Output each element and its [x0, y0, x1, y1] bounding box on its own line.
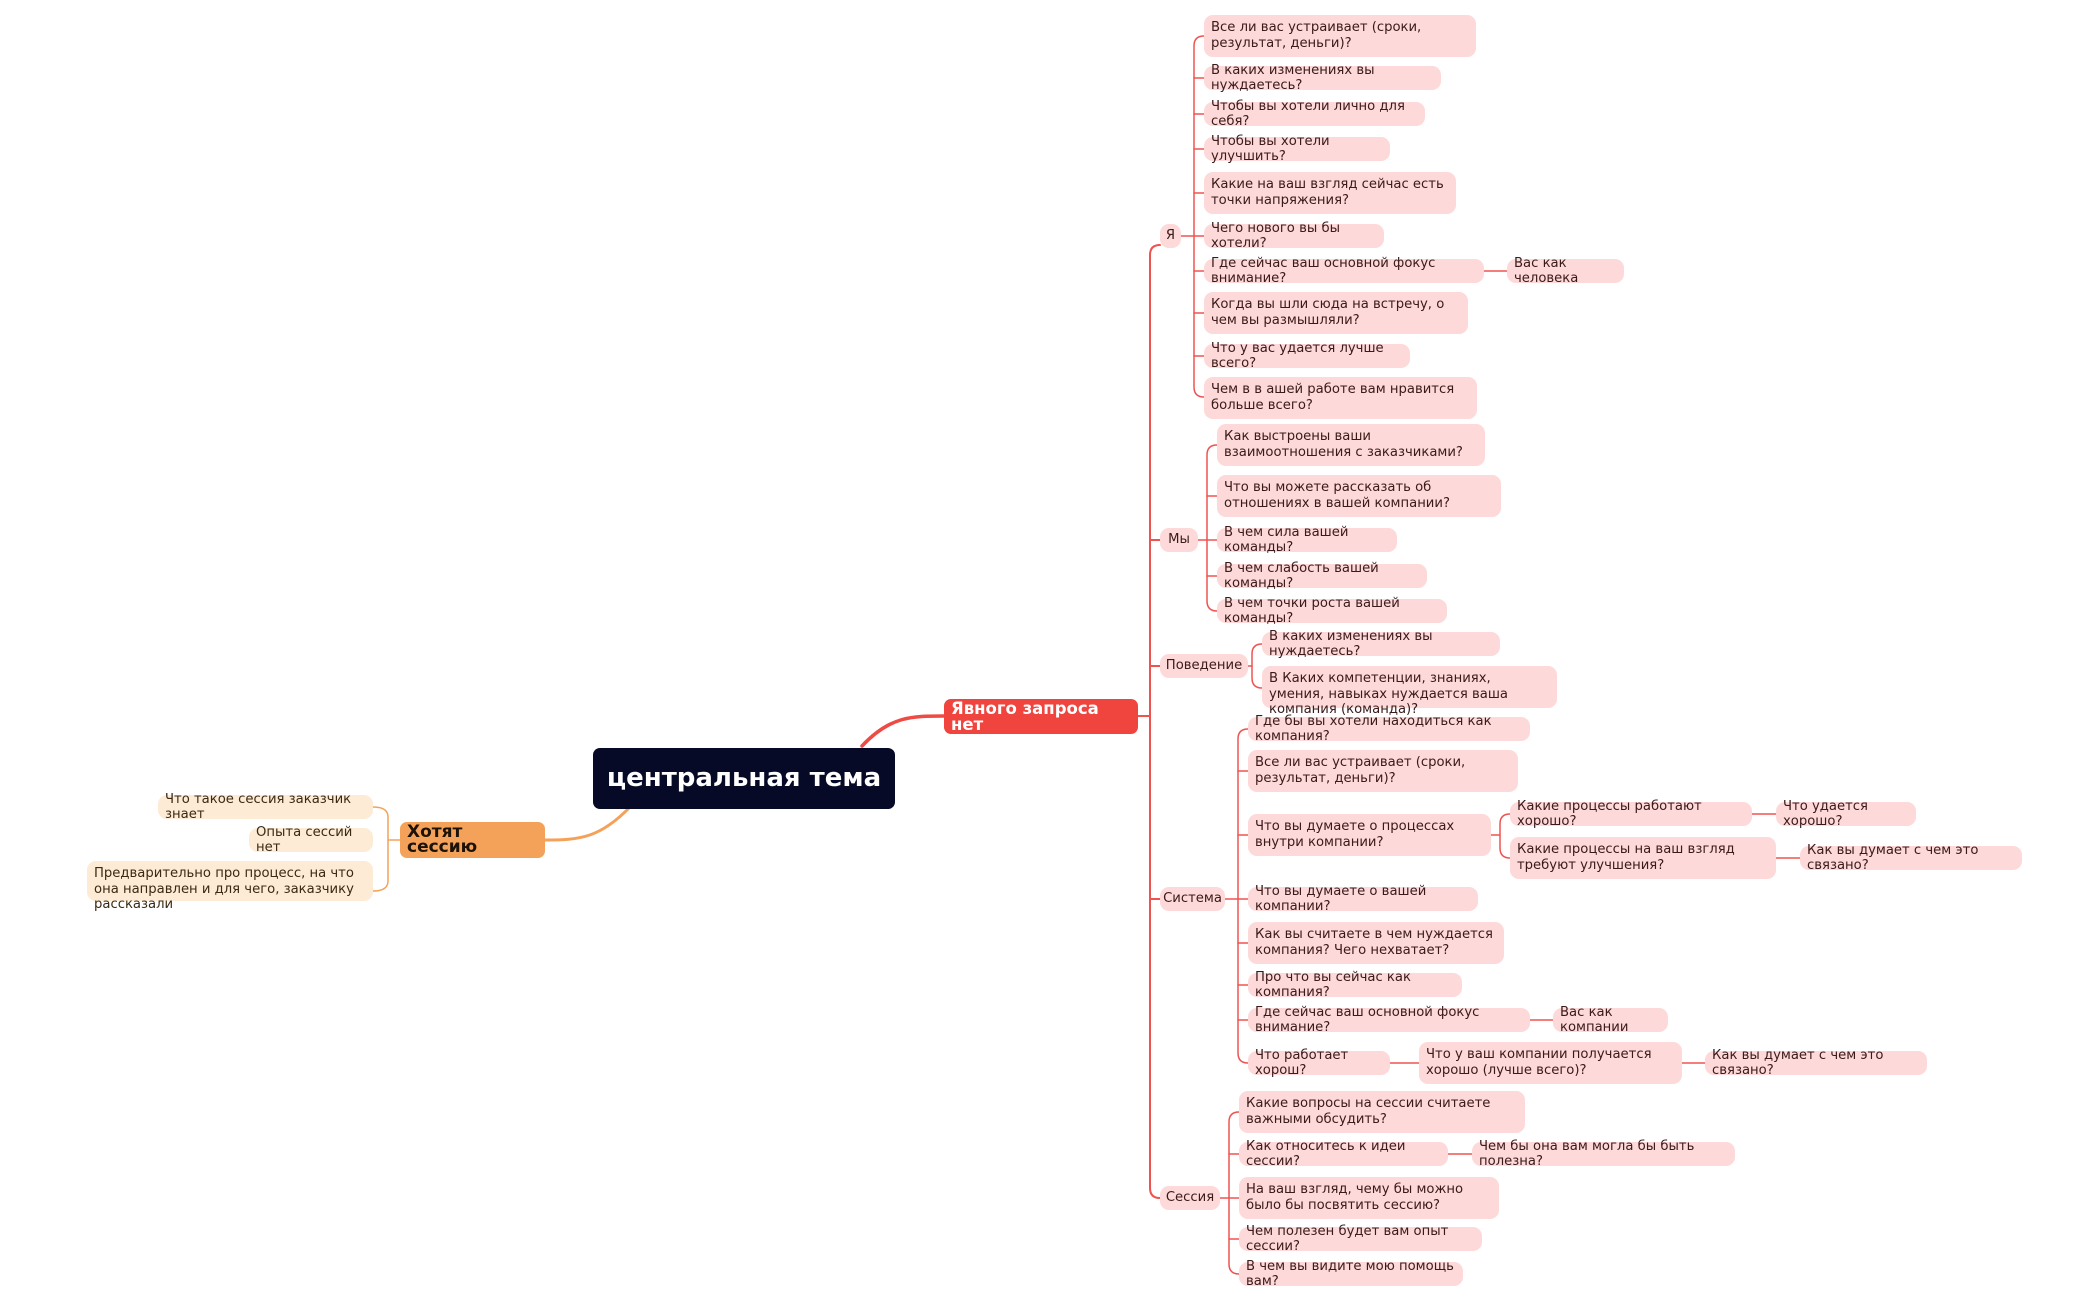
link-center-session — [543, 805, 632, 842]
session-topic-no-experience[interactable]: Опыта сессий нет — [249, 825, 373, 855]
subquestion-node[interactable]: Как вы думает с чем это связано? — [1800, 843, 2022, 873]
question-node[interactable]: Чем полезен будет вам опыт сессии? — [1239, 1224, 1482, 1254]
category-my[interactable]: Мы — [1160, 528, 1198, 552]
question-node[interactable]: Все ли вас устраивает (сроки, результат,… — [1248, 750, 1518, 792]
question-node[interactable]: Все ли вас устраивает (сроки, результат,… — [1204, 15, 1476, 57]
session-topic-knows[interactable]: Что такое сессия заказчик знает — [158, 792, 373, 822]
question-node[interactable]: Про что вы сейчас как компания? — [1248, 970, 1462, 1000]
question-node[interactable]: Что вы думаете о вашей компании? — [1248, 884, 1478, 914]
branch-want-session[interactable]: Хотят сессию — [400, 822, 545, 858]
central-topic[interactable]: центральная тема — [593, 748, 895, 809]
subquestion-node[interactable]: Что удается хорошо? — [1776, 799, 1916, 829]
category-behavior[interactable]: Поведение — [1160, 654, 1248, 678]
question-node[interactable]: Как выстроены ваши взаимоотношения с зак… — [1217, 424, 1485, 466]
question-node[interactable]: В Каких компетенции, знаниях, умения, на… — [1262, 666, 1557, 717]
question-node[interactable]: На ваш взгляд, чему бы можно было бы пос… — [1239, 1177, 1499, 1219]
question-node[interactable]: В чем сила вашей команды? — [1217, 525, 1397, 555]
question-node[interactable]: В чем вы видите мою помощь вам? — [1239, 1259, 1463, 1289]
question-node[interactable]: В чем слабость вашей команды? — [1217, 561, 1427, 591]
question-node[interactable]: Чтобы вы хотели улучшить? — [1204, 134, 1390, 164]
subquestion-node[interactable]: Чем бы она вам могла бы быть полезна? — [1472, 1139, 1735, 1169]
subquestion-node[interactable]: Какие процессы работают хорошо? — [1510, 799, 1752, 829]
question-node[interactable]: Что вы думаете о процессах внутри компан… — [1248, 814, 1491, 856]
branch-no-explicit-request[interactable]: Явного запроса нет — [944, 699, 1138, 734]
question-node[interactable]: Когда вы шли сюда на встречу, о чем вы р… — [1204, 292, 1468, 334]
link-center-request — [860, 714, 946, 748]
question-node[interactable]: В чем точки роста вашей команды? — [1217, 596, 1447, 626]
question-node[interactable]: Что работает хорош? — [1248, 1048, 1390, 1078]
question-node[interactable]: Как вы считаете в чем нуждается компания… — [1248, 922, 1504, 964]
category-system[interactable]: Система — [1160, 887, 1225, 911]
question-node[interactable]: В каких изменениях вы нуждаетесь? — [1204, 63, 1441, 93]
subquestion-node[interactable]: Вас как человека — [1507, 256, 1624, 286]
question-node[interactable]: В каких изменениях вы нуждаетесь? — [1262, 629, 1500, 659]
question-node[interactable]: Где бы вы хотели находиться как компания… — [1248, 714, 1530, 744]
subquestion-node[interactable]: Что у ваш компании получается хорошо (лу… — [1419, 1042, 1682, 1084]
subquestion-node[interactable]: Вас как компании — [1553, 1005, 1668, 1035]
question-node[interactable]: Какие вопросы на сессии считаете важными… — [1239, 1091, 1525, 1133]
question-node[interactable]: Чтобы вы хотели лично для себя? — [1204, 99, 1425, 129]
category-session[interactable]: Сессия — [1160, 1186, 1220, 1210]
session-topic-told-about-process[interactable]: Предварительно про процесс, на что она н… — [87, 861, 373, 912]
question-node[interactable]: Что у вас удается лучше всего? — [1204, 341, 1410, 371]
question-node[interactable]: Как относитесь к идеи сессии? — [1239, 1139, 1448, 1169]
subquestion-node[interactable]: Как вы думает с чем это связано? — [1705, 1048, 1927, 1078]
question-node[interactable]: Что вы можете рассказать об отношениях в… — [1217, 475, 1501, 517]
question-node[interactable]: Чего нового вы бы хотели? — [1204, 221, 1384, 251]
question-node[interactable]: Где сейчас ваш основной фокус внимание? — [1204, 256, 1484, 286]
question-node[interactable]: Где сейчас ваш основной фокус внимание? — [1248, 1005, 1530, 1035]
question-node[interactable]: Чем в в ашей работе вам нравится больше … — [1204, 377, 1477, 419]
subquestion-node[interactable]: Какие процессы на ваш взгляд требуют улу… — [1510, 837, 1776, 879]
question-node[interactable]: Какие на ваш взгляд сейчас есть точки на… — [1204, 172, 1456, 214]
category-ya[interactable]: Я — [1160, 224, 1181, 248]
